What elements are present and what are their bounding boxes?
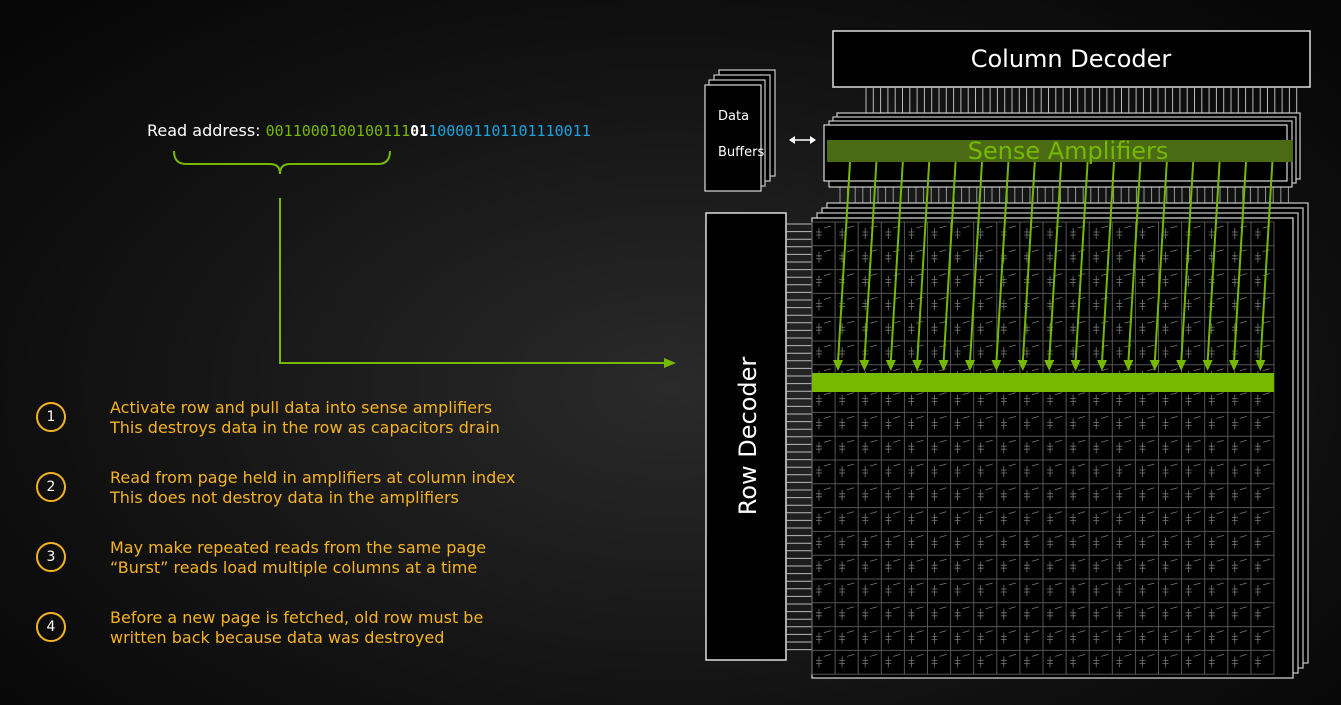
step-3-line-2: “Burst” reads load multiple columns at a…: [110, 558, 478, 577]
active-row: [812, 373, 1274, 392]
step-4-line-1: Before a new page is fetched, old row mu…: [110, 608, 484, 627]
memory-array: [811, 202, 1309, 679]
sense-amplifiers: Sense Amplifiers: [823, 112, 1301, 188]
row-select-arrowhead: [664, 358, 676, 368]
memory-cell-grid: [811, 221, 1275, 675]
row-decoder-lines: [786, 223, 812, 651]
step-3-line-1: May make repeated reads from the same pa…: [110, 538, 487, 557]
step-4-line-2: written back because data was destroyed: [110, 628, 445, 647]
data-buffers: Data Buffers: [704, 69, 776, 192]
read-address: Read address: 00110001001001110110000110…: [147, 121, 591, 140]
column-decoder-box: [832, 30, 1311, 88]
data-buffers-label-1: Data: [718, 109, 749, 124]
column-decoder-label: Column Decoder: [971, 45, 1172, 73]
step-2-line-2: This does not destroy data in the amplif…: [110, 488, 459, 507]
step-1-number: 1: [36, 402, 66, 432]
sense-amplifiers-label: Sense Amplifiers: [968, 137, 1169, 165]
step-3-number: 3: [36, 542, 66, 572]
amplifier-arrows: [833, 161, 1274, 371]
row-address-bits: 0011000100100111: [265, 122, 411, 140]
row-decoder-box: [705, 212, 787, 661]
sense-amplifier-bar: [827, 140, 1293, 162]
step-2-number: 2: [36, 472, 66, 502]
step-2-line-1: Read from page held in amplifiers at col…: [110, 468, 516, 487]
buffer-amplifier-arrow: [789, 136, 816, 144]
row-decoder-label: Row Decoder: [734, 357, 762, 516]
step-4-number: 4: [36, 612, 66, 642]
data-buffers-label-2: Buffers: [718, 145, 764, 160]
row-bits-brace: [173, 150, 391, 175]
read-address-label: Read address:: [147, 121, 266, 140]
step-1-line-1: Activate row and pull data into sense am…: [110, 398, 493, 417]
step-1-line-2: This destroys data in the row as capacit…: [110, 418, 500, 437]
bank-address-bits: 01: [410, 122, 429, 140]
column-address-bits: 100001101101110011: [428, 122, 591, 140]
row-select-connector: [279, 198, 665, 364]
